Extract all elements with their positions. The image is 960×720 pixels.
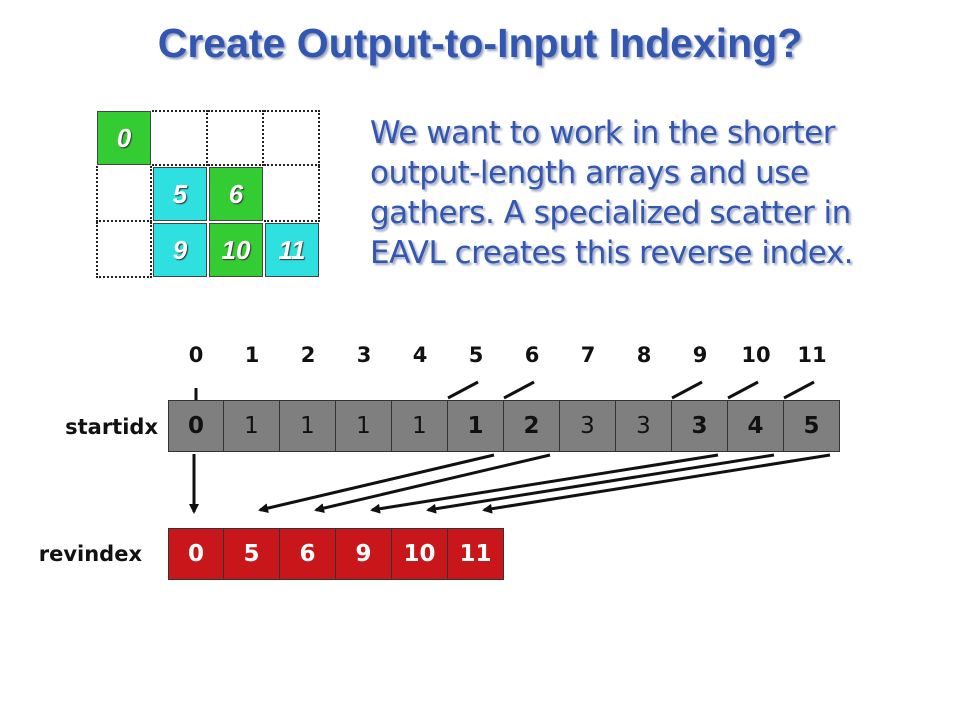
index-label: 2 bbox=[300, 343, 316, 367]
grid-cell-filled: 0 bbox=[97, 111, 151, 165]
revindex-cell: 10 bbox=[392, 528, 448, 580]
index-label: 5 bbox=[468, 343, 484, 367]
startidx-cell: 2 bbox=[504, 400, 560, 452]
index-label: 8 bbox=[636, 343, 652, 367]
slide-title: Create Output-to-Input Indexing? bbox=[157, 20, 803, 66]
scatter-arrow bbox=[370, 453, 719, 514]
scatter-arrow bbox=[314, 453, 551, 514]
startidx-cell: 0 bbox=[168, 400, 224, 452]
grid-cell-filled: 9 bbox=[153, 223, 207, 277]
startidx-cell: 3 bbox=[616, 400, 672, 452]
startidx-cell: 5 bbox=[784, 400, 840, 452]
connector-line bbox=[503, 380, 535, 400]
grid-cell-empty bbox=[264, 110, 320, 166]
startidx-cell: 1 bbox=[224, 400, 280, 452]
revindex-cell: 5 bbox=[224, 528, 280, 580]
scatter-arrow bbox=[258, 453, 495, 514]
index-label: 4 bbox=[412, 343, 428, 367]
connector-line bbox=[671, 380, 703, 400]
revindex-cell: 11 bbox=[448, 528, 504, 580]
scatter-arrow bbox=[426, 453, 775, 514]
description-text: We want to work in the shorter output-le… bbox=[370, 115, 854, 271]
connector-line bbox=[783, 380, 815, 400]
grid-cell-filled: 6 bbox=[209, 167, 263, 221]
index-label: 1 bbox=[244, 343, 260, 367]
index-label: 3 bbox=[356, 343, 372, 367]
revindex-cell: 6 bbox=[280, 528, 336, 580]
revindex-cell: 9 bbox=[336, 528, 392, 580]
index-label: 11 bbox=[797, 343, 827, 367]
startidx-cell: 4 bbox=[728, 400, 784, 452]
index-label: 0 bbox=[188, 343, 204, 367]
startidx-cell: 1 bbox=[336, 400, 392, 452]
startidx-label: startidx bbox=[65, 415, 158, 439]
connector-line bbox=[727, 380, 759, 400]
grid-cell-empty bbox=[208, 110, 264, 166]
grid-cell-empty bbox=[96, 166, 152, 222]
grid-cell-filled: 10 bbox=[209, 223, 263, 277]
index-label: 9 bbox=[692, 343, 708, 367]
connector-line bbox=[447, 380, 479, 400]
scatter-arrow bbox=[482, 453, 831, 514]
index-label: 6 bbox=[524, 343, 540, 367]
startidx-cell: 1 bbox=[448, 400, 504, 452]
grid-cell-empty bbox=[152, 110, 208, 166]
revindex-cell: 0 bbox=[168, 528, 224, 580]
startidx-cell: 3 bbox=[672, 400, 728, 452]
grid-cell-empty bbox=[264, 166, 320, 222]
startidx-cell: 1 bbox=[392, 400, 448, 452]
startidx-cell: 3 bbox=[560, 400, 616, 452]
startidx-cell: 1 bbox=[280, 400, 336, 452]
revindex-label: revindex bbox=[38, 542, 142, 566]
index-label: 10 bbox=[741, 343, 771, 367]
grid-cell-filled: 5 bbox=[153, 167, 207, 221]
index-label: 7 bbox=[580, 343, 596, 367]
grid-cell-empty bbox=[96, 222, 152, 278]
grid-cell-filled: 11 bbox=[265, 223, 319, 277]
